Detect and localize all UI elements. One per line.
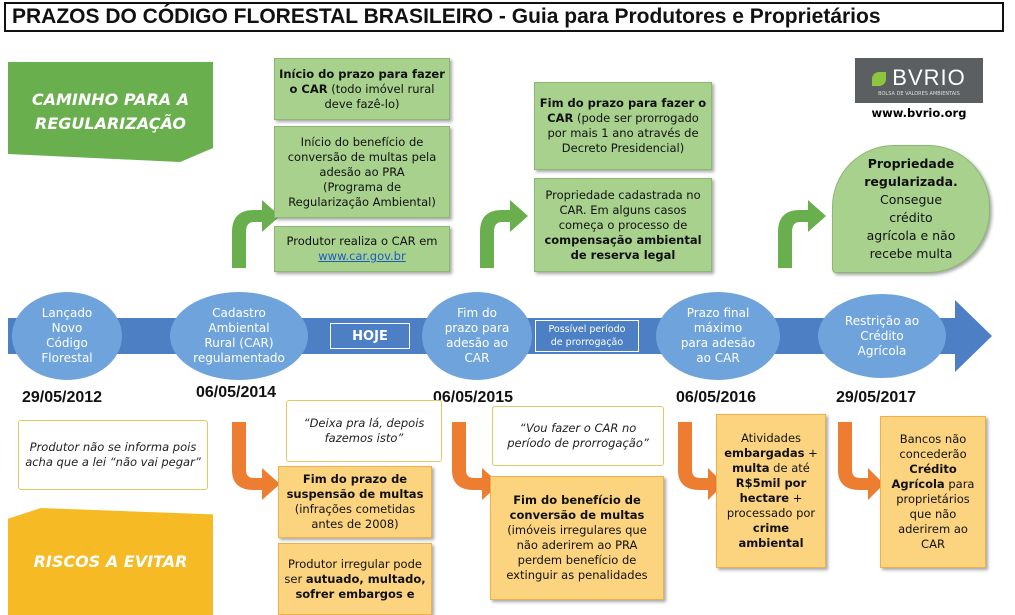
green-arrow-3 (778, 200, 826, 268)
irregular-producer-box: Produtor irregular pode ser autuado, mul… (278, 543, 432, 615)
website-link[interactable]: www.bvrio.org (871, 106, 967, 120)
path-banner: CAMINHO PARA A REGULARIZAÇÃO (8, 62, 213, 162)
fine-conversion-end-box: Fim do benefício de conversão de multas … (490, 476, 664, 600)
risk-quote-3: “Vou fazer o CAR no período de prorrogaç… (492, 406, 664, 466)
path-banner-line1: CAMINHO PARA A (31, 90, 190, 109)
orange-arrow-4 (838, 422, 884, 500)
risks-banner-text: RISCOS A EVITAR (33, 551, 188, 571)
green-arrow-2 (480, 200, 528, 268)
bvrio-logo: BVRIO BOLSA DE VALORES AMBIENTAIS (855, 58, 983, 103)
leaf-icon (872, 71, 887, 86)
car-start-box: Início do prazo para fazer o CAR (todo i… (274, 58, 450, 120)
orange-arrow-2 (452, 422, 500, 500)
car-gov-link[interactable]: www.car.gov.br (318, 249, 406, 263)
logo-text: BVRIO (872, 65, 965, 91)
path-banner-line2: REGULARIZAÇÃO (35, 114, 186, 133)
credit-restriction-box: Bancos não concederão Crédito Agrícola p… (880, 416, 986, 568)
date-3: 06/05/2015 (433, 389, 514, 406)
date-1: 29/05/2012 (22, 389, 103, 406)
page-title: PRAZOS DO CÓDIGO FLORESTAL BRASILEIRO - … (4, 2, 1004, 32)
date-2: 06/05/2014 (196, 384, 277, 401)
orange-arrow-1 (232, 422, 280, 500)
green-arrow-1 (232, 200, 280, 268)
property-registered-box: Propriedade cadastrada no CAR. Em alguns… (534, 178, 712, 272)
risk-quote-1: Produtor não se informa pois acha que a … (18, 420, 208, 490)
risks-banner: RISCOS A EVITAR (8, 508, 213, 615)
date-5: 29/05/2017 (836, 389, 917, 406)
risk-quote-2: “Deixa pra lá, depois fazemos isto” (286, 400, 442, 462)
logo-subtitle: BOLSA DE VALORES AMBIENTAIS (878, 90, 960, 97)
orange-arrow-3 (678, 422, 724, 500)
fine-suspension-end-box: Fim do prazo de suspensão de multas (inf… (278, 466, 432, 538)
date-4: 06/05/2016 (676, 389, 757, 406)
car-deadline-box: Fim do prazo para fazer o CAR (pode ser … (534, 82, 712, 170)
today-marker: HOJE (330, 323, 410, 349)
embargo-penalty-box: Atividades embargadas + multa de até R$5… (716, 414, 826, 568)
